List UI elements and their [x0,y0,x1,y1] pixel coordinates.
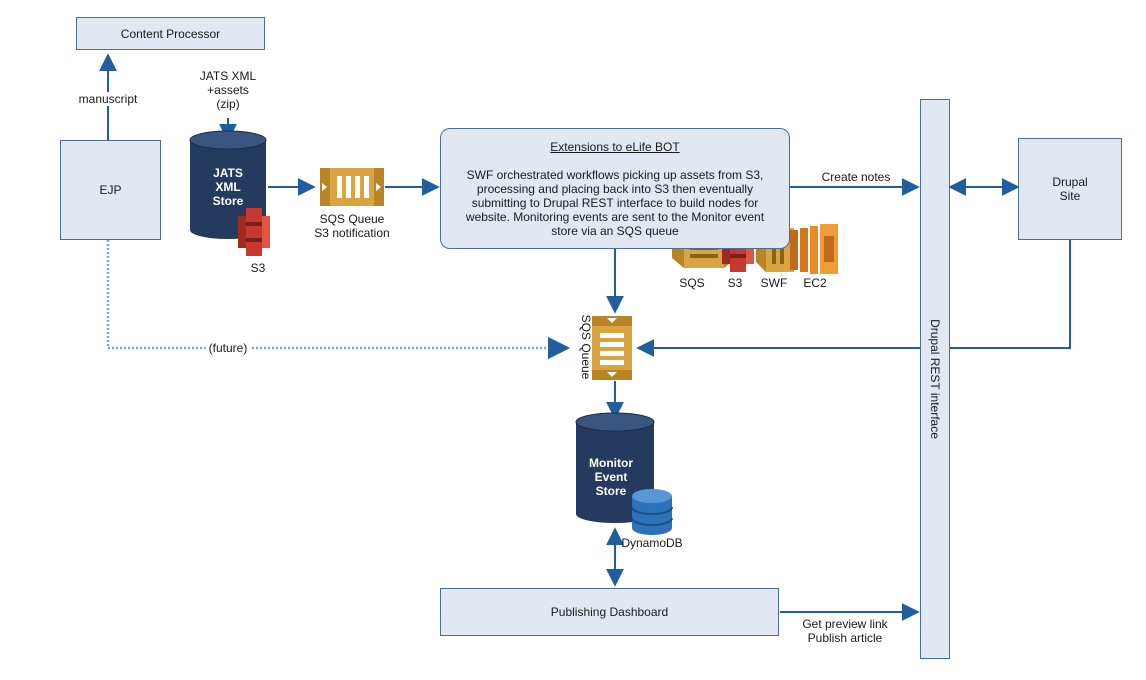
s3-notification-label: S3 notification [314,226,390,240]
ejp-box[interactable]: EJP [60,140,161,240]
arrow-ejp-future-to-sqs-mid [106,240,571,360]
monitor-store-label: Monitor Event Store [589,456,633,498]
drupal-rest-interface-box[interactable] [920,99,950,659]
assets-label: +assets [207,83,249,97]
aws-label-s3: S3 [727,276,743,290]
dynamodb-icon [631,489,673,535]
s3-label: S3 [250,261,266,275]
sqs-queue-vertical-icon [592,316,632,380]
aws-label-swf: SWF [760,276,788,290]
content-processor-box[interactable]: Content Processor [76,17,265,50]
aws-label-ec2: EC2 [803,276,827,290]
ejp-label: EJP [99,183,122,197]
drupal-site-box[interactable]: Drupal Site [1018,138,1122,240]
extensions-description: SWF orchestrated workflows picking up as… [465,167,765,238]
sqs-queue-icon [320,168,384,206]
dynamodb-label: DynamoDB [621,536,683,550]
publishing-dashboard-label: Publishing Dashboard [550,605,669,619]
drupal-site-label: Drupal Site [1052,175,1088,203]
jats-store-label: JATS XML Store [212,166,244,208]
jats-xml-label: JATS XML [199,69,257,83]
sqs-queue-label: SQS Queue [319,212,385,226]
arrow-drupal-site-to-sqs-mid [636,240,1071,357]
extensions-box[interactable]: Extensions to eLife BOT SWF orchestrated… [440,128,790,249]
drupal-rest-interface-label: Drupal REST interface [928,319,942,439]
publishing-dashboard-box[interactable]: Publishing Dashboard [440,588,779,636]
aws-label-sqs: SQS [679,276,705,290]
publish-article-label: Publish article [807,631,883,645]
get-preview-link-label: Get preview link [802,617,888,631]
zip-label: (zip) [216,97,240,111]
future-label: (future) [205,341,251,355]
extensions-title: Extensions to eLife BOT [550,139,680,154]
create-notes-label: Create notes [821,170,891,184]
s3-bucket-icon [238,208,270,256]
manuscript-label: manuscript [78,92,138,106]
content-processor-label: Content Processor [120,26,221,41]
aws-ec2-icon [790,224,838,274]
sqs-queue-vertical-label: SQS Queue [579,314,593,380]
